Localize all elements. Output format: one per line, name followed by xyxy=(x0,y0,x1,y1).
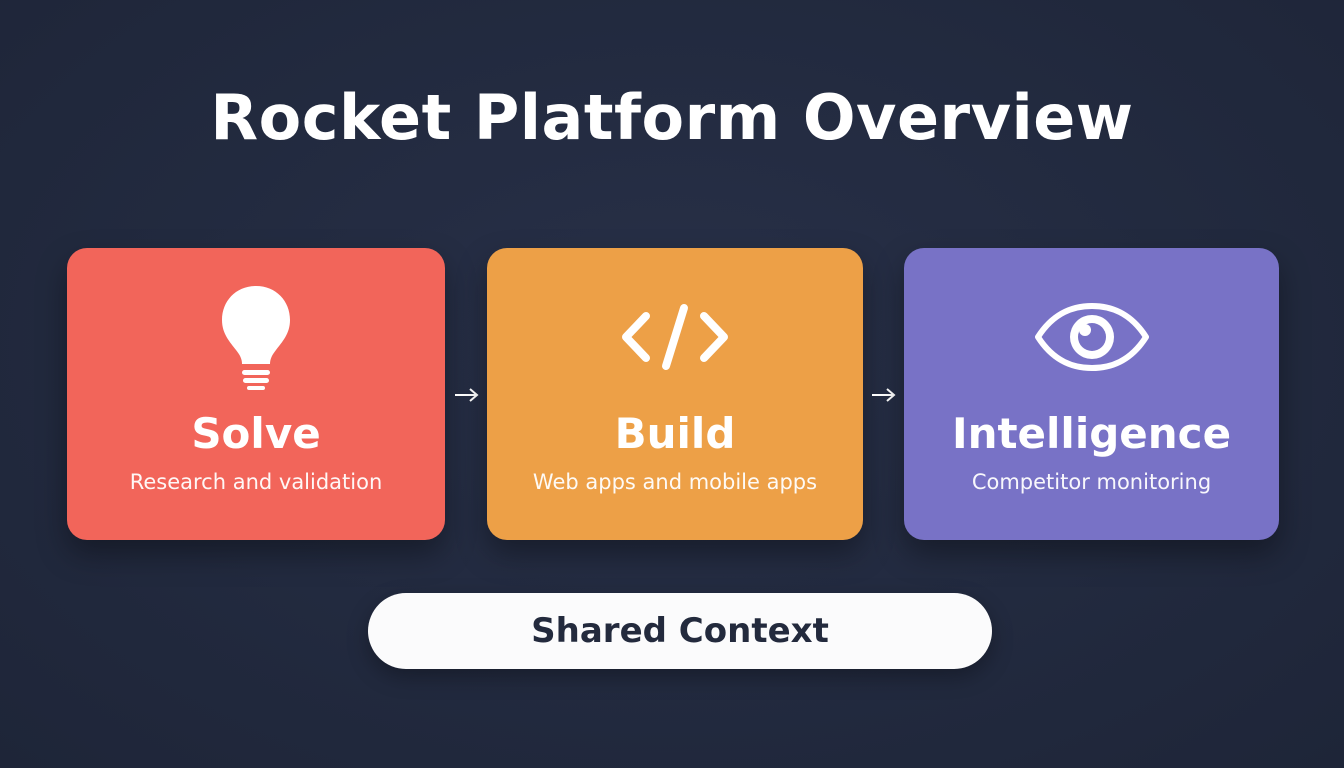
eye-icon xyxy=(904,282,1279,392)
step-subtitle: Competitor monitoring xyxy=(971,470,1212,494)
lightbulb-icon xyxy=(67,282,445,392)
step-card-intelligence: Intelligence Competitor monitoring xyxy=(904,248,1279,540)
arrow-right-icon xyxy=(869,380,899,410)
step-title: Solve xyxy=(191,409,321,458)
arrow-right-icon xyxy=(452,380,482,410)
step-title: Build xyxy=(614,409,736,458)
page-title: Rocket Platform Overview xyxy=(210,81,1134,154)
shared-context-label: Shared Context xyxy=(531,611,829,651)
shared-context-pill: Shared Context xyxy=(368,593,992,669)
step-subtitle: Web apps and mobile apps xyxy=(532,470,818,494)
code-brackets-icon xyxy=(487,282,863,392)
step-card-build: Build Web apps and mobile apps xyxy=(487,248,863,540)
step-subtitle: Research and validation xyxy=(129,470,383,494)
step-card-solve: Solve Research and validation xyxy=(67,248,445,540)
step-title: Intelligence xyxy=(951,409,1232,458)
